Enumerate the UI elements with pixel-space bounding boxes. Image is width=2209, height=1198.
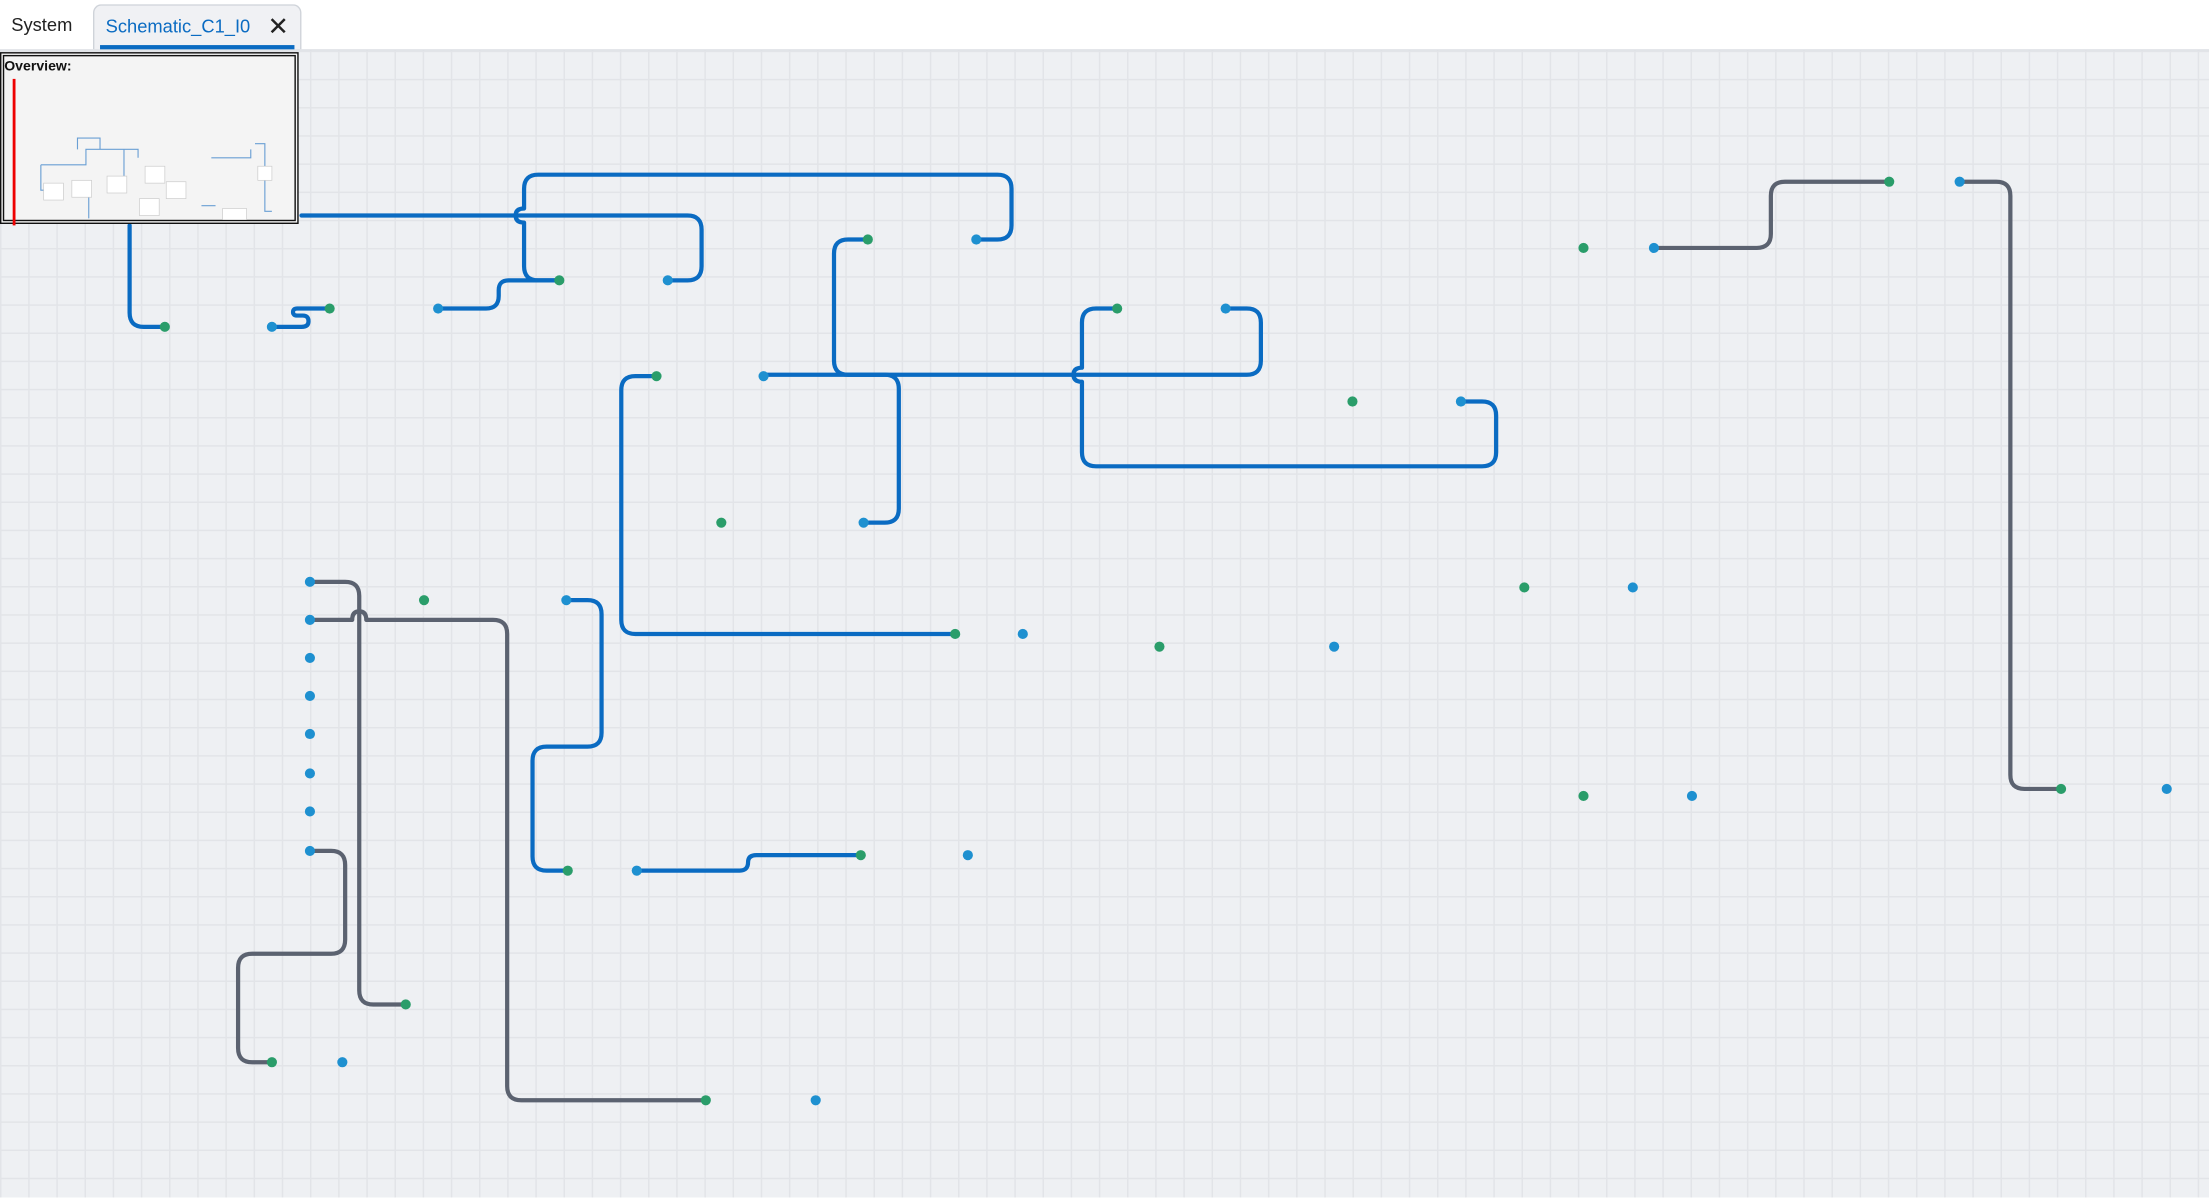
overview-minimap[interactable]: Overview: — [0, 52, 299, 226]
wire[interactable] — [127, 223, 167, 329]
wire[interactable] — [1651, 179, 1892, 251]
output-port[interactable] — [266, 1057, 277, 1068]
wire[interactable] — [1957, 179, 2064, 792]
output-port[interactable] — [1519, 582, 1530, 593]
wire[interactable] — [831, 237, 1263, 377]
wire[interactable] — [307, 609, 708, 1103]
input-port[interactable] — [1648, 242, 1660, 254]
input-port[interactable] — [304, 806, 316, 817]
input-port[interactable] — [962, 850, 973, 861]
output-port[interactable] — [562, 865, 573, 876]
output-port[interactable] — [862, 234, 873, 245]
wire[interactable] — [761, 372, 901, 525]
wire[interactable] — [530, 598, 604, 873]
viewport-indicator[interactable] — [12, 78, 16, 226]
tab-system[interactable]: System — [0, 4, 84, 49]
input-port[interactable] — [758, 371, 769, 382]
tab-schematic[interactable]: Schematic_C1_I0 ✕ — [92, 4, 302, 50]
input-port[interactable] — [1627, 582, 1638, 593]
input-port[interactable] — [1686, 790, 1698, 802]
input-port[interactable] — [304, 652, 316, 663]
output-port[interactable] — [400, 999, 411, 1010]
wire[interactable] — [269, 306, 332, 329]
output-port[interactable] — [1154, 641, 1165, 652]
input-port[interactable] — [662, 275, 673, 286]
input-port[interactable] — [266, 321, 277, 332]
input-port[interactable] — [2161, 783, 2172, 794]
output-port[interactable] — [1112, 303, 1123, 314]
input-port[interactable] — [304, 576, 316, 587]
wire[interactable] — [619, 374, 958, 637]
tab-label: System — [11, 14, 73, 36]
output-port[interactable] — [554, 275, 565, 286]
output-port[interactable] — [2056, 783, 2067, 794]
input-port[interactable] — [1954, 176, 1965, 187]
active-tab-indicator — [100, 45, 295, 50]
input-port[interactable] — [304, 690, 316, 702]
overview-label: Overview: — [4, 59, 72, 75]
input-port[interactable] — [971, 234, 982, 245]
wire[interactable] — [634, 853, 863, 873]
input-port[interactable] — [304, 845, 316, 856]
output-port[interactable] — [159, 321, 170, 332]
output-port[interactable] — [1578, 790, 1589, 802]
wire[interactable] — [1071, 306, 1499, 469]
schematic-canvas[interactable] — [0, 50, 2209, 1198]
input-port[interactable] — [561, 595, 572, 606]
output-port[interactable] — [651, 371, 662, 382]
tab-bar: System Schematic_C1_I0 ✕ — [0, 0, 2209, 51]
input-port[interactable] — [304, 728, 316, 740]
output-port[interactable] — [855, 850, 866, 861]
input-port[interactable] — [433, 303, 444, 314]
output-port[interactable] — [324, 303, 335, 314]
wire[interactable] — [436, 278, 562, 311]
output-port[interactable] — [950, 628, 961, 640]
output-port[interactable] — [1884, 176, 1895, 187]
input-port[interactable] — [304, 768, 316, 779]
input-port[interactable] — [810, 1095, 821, 1106]
output-port[interactable] — [1347, 396, 1358, 407]
input-port[interactable] — [1220, 303, 1231, 314]
wire[interactable] — [299, 213, 704, 283]
input-port[interactable] — [1455, 396, 1466, 407]
close-icon[interactable]: ✕ — [267, 12, 289, 41]
output-port[interactable] — [418, 595, 430, 606]
input-port[interactable] — [631, 865, 642, 876]
input-port[interactable] — [304, 614, 316, 625]
input-port[interactable] — [1329, 641, 1340, 652]
wire[interactable] — [307, 579, 408, 1007]
input-port[interactable] — [1017, 628, 1028, 640]
output-port[interactable] — [700, 1095, 711, 1106]
input-port[interactable] — [858, 517, 869, 528]
overview-thumbnail — [40, 137, 273, 220]
output-port[interactable] — [1578, 242, 1589, 254]
output-port[interactable] — [716, 517, 727, 528]
input-port[interactable] — [337, 1057, 348, 1068]
wire[interactable] — [235, 848, 348, 1065]
wire[interactable] — [513, 172, 1014, 283]
tab-label: Schematic_C1_I0 — [105, 15, 251, 37]
